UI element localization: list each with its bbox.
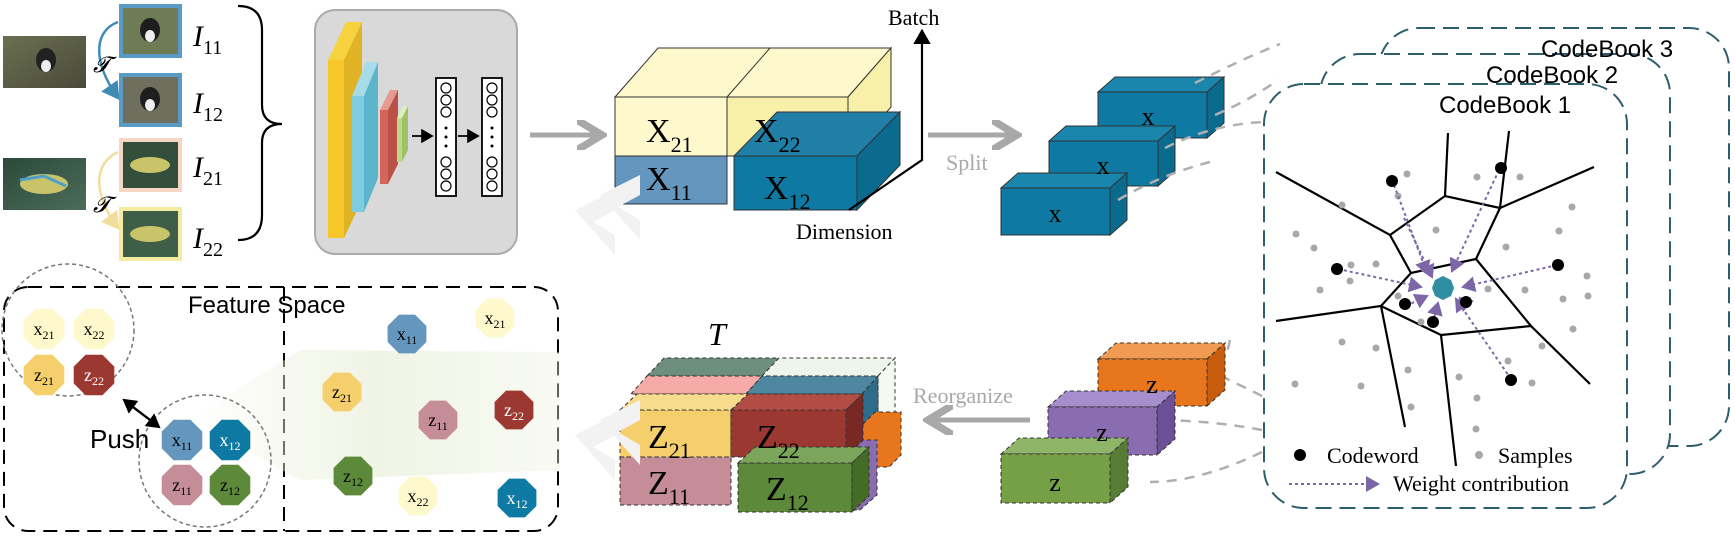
scatter-point-z22: z22 <box>494 390 534 430</box>
feature-space: Feature Space Push x21 x22 z21 z22 x11 x12 z11… <box>1 263 560 532</box>
label-i22: I22 <box>192 222 223 261</box>
scatter-point-z12-label: z12 <box>343 466 363 489</box>
chunk-x-front <box>999 171 1129 237</box>
chunk-x-label-back: x <box>1142 102 1155 131</box>
chunk-z-label-purple: z <box>1096 418 1108 447</box>
encoder-network <box>314 9 518 255</box>
chunk-z-label-orange: z <box>1146 370 1158 399</box>
transform-arrow-dog <box>97 20 120 101</box>
legend-codeword-marker <box>1294 449 1306 461</box>
cluster-point-z21-label: z21 <box>34 365 54 388</box>
block-x21 <box>614 96 728 157</box>
codeword-points <box>1331 162 1564 386</box>
label-z22: Z22 <box>757 419 800 463</box>
codebook-2-title: CodeBook 2 <box>1486 62 1618 89</box>
legend-codeword-label: Codeword <box>1327 443 1419 468</box>
scatter-point-x11: x11 <box>387 314 427 354</box>
scatter-point-x21-label: x21 <box>485 308 506 331</box>
scatter-point-z22-label: z22 <box>504 400 524 423</box>
label-i12: I12 <box>192 87 223 126</box>
scatter-point-x11-label: x11 <box>397 324 418 347</box>
cluster-point-z21: z21 <box>23 354 65 396</box>
axis-dimension-label: Dimension <box>796 219 893 244</box>
codebook-1-title: CodeBook 1 <box>1439 92 1571 119</box>
cluster-point-x21: x21 <box>23 308 65 350</box>
input-images: 𝓣 𝓣 I11 I12 I21 I22 <box>3 4 283 261</box>
codebooks: CodeBook 3 CodeBook 2 CodeBook 1 <box>1263 27 1730 509</box>
cluster-point-x12-label: x12 <box>220 430 241 453</box>
weight-arrows <box>1337 169 1558 380</box>
transform-arrow-fish <box>97 150 120 231</box>
chunk-z-label-green: z <box>1049 468 1061 497</box>
codebook-3-title: CodeBook 3 <box>1541 36 1673 63</box>
feature-tensor: X21 X22 X11 X12 Batch Dimension <box>613 5 939 244</box>
label-x12: X12 <box>764 170 811 214</box>
query-point <box>1432 276 1454 300</box>
chunk-x-label-front: x <box>1049 199 1062 228</box>
cluster-point-x11-label: x11 <box>172 430 193 453</box>
chunk-z-green <box>999 436 1130 505</box>
legend-samples-label: Samples <box>1498 443 1573 468</box>
legend-weight-label: Weight contribution <box>1393 471 1569 496</box>
fish-image <box>3 158 86 210</box>
feature-space-title: Feature Space <box>188 292 345 319</box>
label-x11: X11 <box>646 161 692 205</box>
label-z21: Z21 <box>648 419 691 463</box>
scatter-point-z12: z12 <box>333 456 373 496</box>
cluster-point-z11-label: z11 <box>172 475 192 498</box>
split-label: Split <box>946 150 988 175</box>
scatter-point-z21-label: z21 <box>332 382 352 405</box>
cluster-point-z12: z12 <box>209 464 251 506</box>
legend-samples-marker <box>1475 451 1483 459</box>
voronoi-edges <box>1275 130 1595 467</box>
ghost-chevrons <box>575 175 640 480</box>
push-label: Push <box>90 424 149 454</box>
chunk-x-label-mid: x <box>1097 151 1110 180</box>
view-i22 <box>119 207 182 261</box>
view-i21 <box>119 138 182 192</box>
sample-points <box>1291 170 1592 433</box>
scatter-point-z11: z11 <box>418 400 458 440</box>
scatter-point-x22: x22 <box>398 476 438 516</box>
scatter-point-x22-label: x22 <box>408 486 429 509</box>
cluster-point-x11: x11 <box>161 419 203 461</box>
scatter-point-x12: x12 <box>497 478 537 518</box>
block-z11 <box>619 456 732 506</box>
axis-batch <box>848 28 931 211</box>
cluster-point-x21-label: x21 <box>34 319 55 342</box>
scatter-point-z11-label: z11 <box>428 410 448 433</box>
axis-batch-label: Batch <box>888 5 939 30</box>
cluster-point-z22: z22 <box>73 354 115 396</box>
label-z11: Z11 <box>648 465 690 509</box>
cluster-point-z11: z11 <box>161 464 203 506</box>
cluster-point-x22-label: x22 <box>84 319 105 342</box>
z-chunks: z z z <box>999 341 1227 505</box>
curly-brace <box>237 4 283 242</box>
output-tensor: T Z21 Z22 Z11 Z12 <box>618 316 902 515</box>
scatter-point-x12-label: x12 <box>507 488 528 511</box>
cluster-point-x12: x12 <box>209 419 251 461</box>
label-i11: I11 <box>192 20 222 59</box>
scatter-point-z21: z21 <box>322 372 362 412</box>
split-chunks: x x x <box>999 42 1281 237</box>
cluster-point-x22: x22 <box>73 308 115 350</box>
view-i11 <box>119 4 182 58</box>
cluster-point-z22-label: z22 <box>84 365 104 388</box>
transform-label-1: 𝓣 <box>93 52 117 77</box>
dog-image <box>3 36 86 88</box>
label-x21: X21 <box>646 113 693 157</box>
reorganize-label: Reorganize <box>913 383 1013 408</box>
label-i21: I21 <box>192 151 223 190</box>
label-z12: Z12 <box>766 471 809 515</box>
cluster-point-z12-label: z12 <box>220 475 240 498</box>
view-i12 <box>119 73 182 127</box>
block-x12 <box>733 155 858 211</box>
label-x22: X22 <box>754 113 801 157</box>
output-title: T <box>708 316 728 352</box>
scatter-point-x21: x21 <box>475 298 515 338</box>
transform-label-2: 𝓣 <box>93 192 117 217</box>
